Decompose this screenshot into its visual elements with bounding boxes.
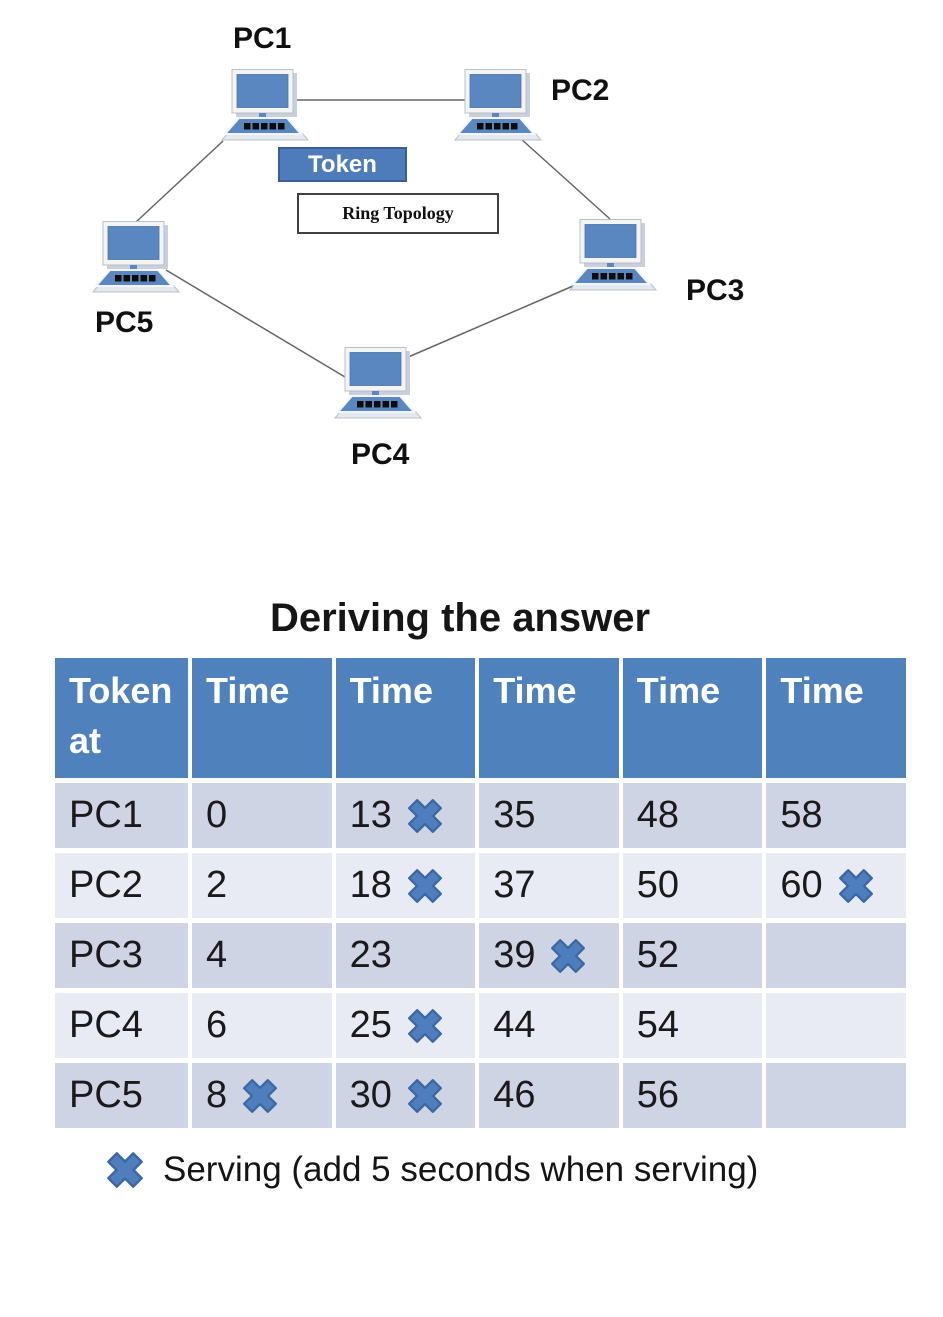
table-cell: 35 — [479, 783, 619, 848]
link-line — [405, 285, 574, 359]
table-cell: 4 — [192, 923, 332, 988]
table-cell: 13 — [335, 783, 476, 848]
table-cell: 39 — [479, 923, 619, 988]
pc-icon — [563, 214, 663, 294]
table-cell: 46 — [479, 1063, 619, 1128]
legend-text: Serving (add 5 seconds when serving) — [163, 1150, 759, 1189]
pc-icon — [448, 64, 548, 144]
row-label: PC2 — [55, 853, 188, 918]
table-cell: 52 — [622, 923, 763, 988]
legend: Serving (add 5 seconds when serving) — [105, 1150, 758, 1190]
table-cell: 30 — [335, 1063, 476, 1128]
pc-icon — [215, 64, 315, 144]
node-label-pc5: PC5 — [95, 306, 154, 339]
table-cell: 48 — [622, 783, 763, 848]
column-header: Time — [766, 658, 906, 778]
serving-cross-icon — [549, 937, 587, 975]
table-cell — [766, 993, 906, 1058]
table-cell: 60 — [766, 853, 906, 918]
pc2-node — [448, 64, 548, 144]
ring-links — [135, 99, 611, 378]
serving-cross-icon — [105, 1150, 145, 1190]
pc3-node — [563, 214, 663, 294]
link-line — [519, 137, 611, 220]
serving-cross-icon — [241, 1077, 279, 1115]
node-label-pc2: PC2 — [551, 74, 610, 107]
table-cell — [766, 1063, 906, 1128]
table-cell: 25 — [335, 993, 476, 1058]
table-cell: 0 — [192, 783, 332, 848]
column-header: Time — [335, 658, 476, 778]
table-title: Deriving the answer — [269, 596, 651, 640]
pc1-node — [215, 64, 315, 144]
ring-diagram: PC1 PC2 PC3 PC4 PC5 Token Ring Topology — [0, 0, 943, 560]
table-cell: 54 — [622, 993, 763, 1058]
ring-topology-caption: Ring Topology — [297, 193, 499, 234]
table-cell: 56 — [622, 1063, 763, 1128]
table-cell: 18 — [335, 853, 476, 918]
table-cell: 8 — [192, 1063, 332, 1128]
table-cell — [766, 923, 906, 988]
table-cell: 6 — [192, 993, 332, 1058]
column-header: Time — [622, 658, 763, 778]
row-label: PC1 — [55, 783, 188, 848]
table-cell: 23 — [335, 923, 476, 988]
pc-icon — [86, 216, 186, 296]
pc-icon — [328, 342, 428, 422]
node-label-pc1: PC1 — [233, 22, 292, 55]
table-cell: 44 — [479, 993, 619, 1058]
row-label: PC3 — [55, 923, 188, 988]
link-line — [135, 140, 224, 223]
column-header: Token at — [55, 658, 188, 778]
column-header: Time — [479, 658, 619, 778]
table-cell: 50 — [622, 853, 763, 918]
table-cell: 58 — [766, 783, 906, 848]
table-cell: 2 — [192, 853, 332, 918]
column-header: Time — [192, 658, 332, 778]
serving-cross-icon — [406, 1007, 444, 1045]
token-badge: Token — [278, 147, 407, 182]
serving-cross-icon — [406, 797, 444, 835]
table-cell: 37 — [479, 853, 619, 918]
pc4-node — [328, 342, 428, 422]
node-label-pc3: PC3 — [686, 274, 745, 307]
pc5-node — [86, 216, 186, 296]
row-label: PC5 — [55, 1063, 188, 1128]
serving-cross-icon — [406, 867, 444, 905]
serving-cross-icon — [837, 867, 875, 905]
node-label-pc4: PC4 — [351, 438, 410, 471]
serving-cross-icon — [406, 1077, 444, 1115]
row-label: PC4 — [55, 993, 188, 1058]
link-line — [165, 269, 346, 378]
